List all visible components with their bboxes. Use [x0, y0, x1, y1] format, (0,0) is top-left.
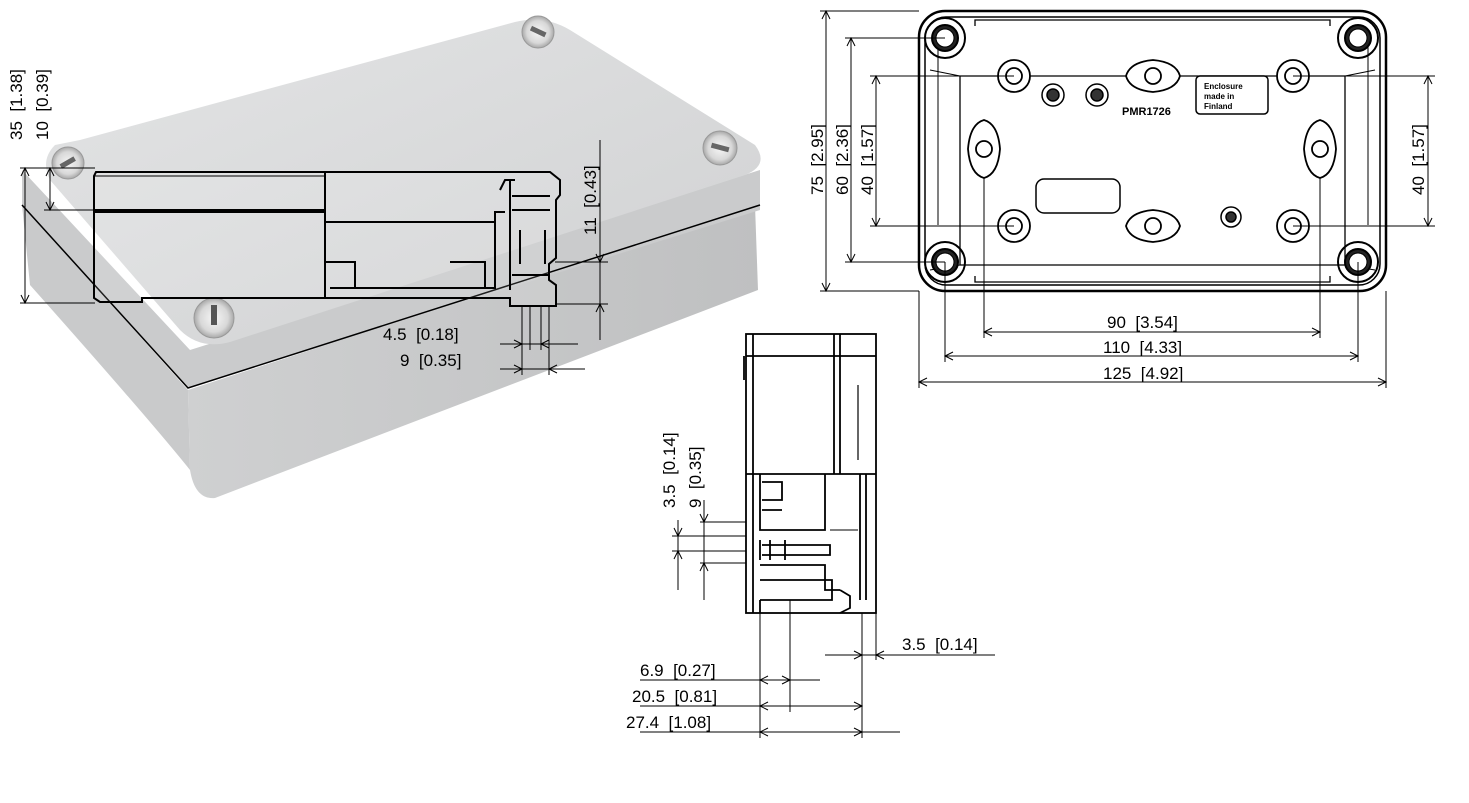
dim-flange-height: 11 [0.43] [581, 165, 600, 235]
dim-width-outer: 125 [4.92] [1103, 364, 1183, 383]
enclosure-body-side [188, 205, 758, 499]
lid-screw-icon [702, 130, 738, 166]
dim-lip-width: 3.5 [0.14] [902, 635, 978, 654]
perspective-dimension-labels: 35 [1.38] 10 [0.39] 11 [0.43] 4.5 [0.18]… [7, 69, 600, 370]
dim-depth-3: 27.4 [1.08] [626, 713, 711, 732]
embossing-text: Enclosure made in Finland PMR1726 [1122, 82, 1243, 118]
lid-screw-icon [193, 297, 235, 339]
dim-slot-spacing: 9 [0.35] [686, 447, 705, 508]
dim-depth-1: 6.9 [0.27] [640, 661, 716, 680]
perspective-dimension-lines [20, 140, 608, 375]
enclosure-body-front [22, 205, 190, 470]
section-overlay [93, 171, 561, 307]
dim-height-mount-left: 40 [1.57] [858, 124, 877, 195]
top-view-dimension-lines [820, 9, 1435, 388]
dim-width-screw: 110 [4.33] [1103, 338, 1182, 357]
dim-height-screw: 60 [2.36] [833, 124, 852, 195]
emboss-line1: Enclosure [1204, 82, 1243, 91]
lid-screw-icon [51, 146, 85, 180]
side-view-dimension-lines [640, 500, 995, 738]
enclosure-perspective [21, 15, 761, 499]
lid-screw-icon [521, 15, 555, 49]
enclosure-lid-top [46, 19, 761, 345]
dim-width-mount: 90 [3.54] [1107, 313, 1178, 332]
dim-height-mount-right: 40 [1.57] [1409, 124, 1428, 195]
dim-flange-offset: 4.5 [0.18] [383, 325, 459, 344]
corner-hole-icon [1337, 17, 1379, 59]
dim-height-lid: 10 [0.39] [33, 69, 52, 140]
side-view [743, 333, 877, 614]
small-feature-icons [1035, 75, 1269, 228]
dim-height-total: 35 [1.38] [7, 69, 26, 140]
dim-flange-width: 9 [0.35] [400, 351, 461, 370]
top-view-dimension-labels: 75 [2.95] 60 [2.36] 40 [1.57] 40 [1.57] … [808, 124, 1428, 383]
emboss-model: PMR1726 [1122, 106, 1171, 118]
dim-height-outer: 75 [2.95] [808, 124, 827, 195]
side-view-dimension-labels: 3.5 [0.14] 9 [0.35] 3.5 [0.14] 6.9 [0.27… [626, 432, 978, 732]
dim-slot-height: 3.5 [0.14] [660, 432, 679, 508]
dim-depth-2: 20.5 [0.81] [632, 687, 717, 706]
emboss-line3: Finland [1204, 102, 1233, 111]
emboss-line2: made in [1204, 92, 1234, 101]
outline-outer [917, 9, 1388, 293]
